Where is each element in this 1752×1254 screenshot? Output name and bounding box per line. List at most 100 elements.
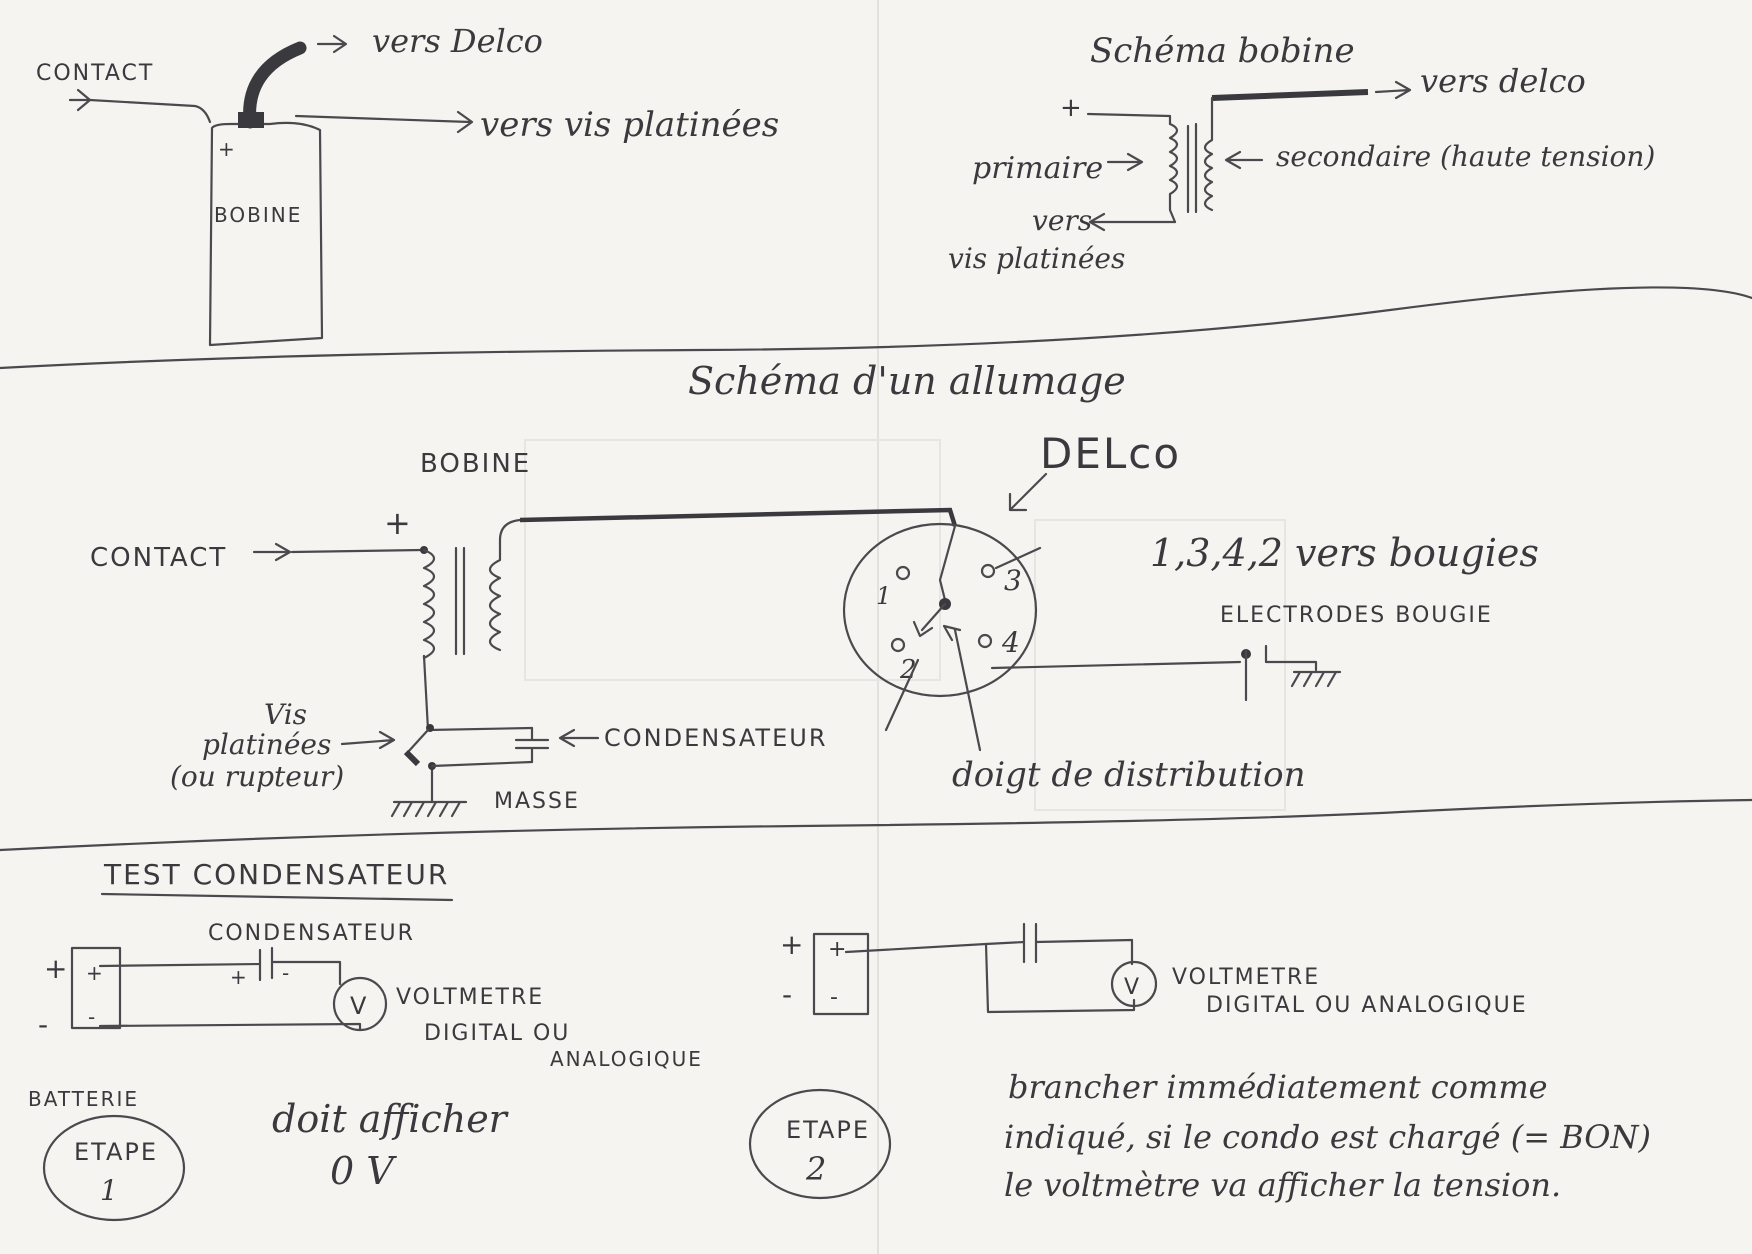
vers-delco-label: vers Delco <box>372 22 543 60</box>
coil-plus: + <box>218 137 237 161</box>
test-title: TEST CONDENSATEUR <box>103 858 449 891</box>
step1-term-minus: - <box>88 1005 97 1029</box>
ign-core <box>454 546 466 656</box>
ign-hv-into-delco <box>938 524 957 602</box>
delco-arrow <box>316 34 348 54</box>
step2-v: V <box>1124 975 1141 1000</box>
rupteur-label: (ou rupteur) <box>170 760 344 793</box>
step1-bat-minus: - <box>38 1008 50 1041</box>
terminal-3 <box>980 563 996 579</box>
step1-v: V <box>350 992 368 1020</box>
step2-voltmeter <box>1110 960 1158 1008</box>
ign-hv-lead <box>519 507 958 527</box>
terminal-3-label: 3 <box>1004 564 1022 597</box>
step1-battery <box>70 946 122 1030</box>
coil-vers-delco: vers delco <box>1420 62 1586 100</box>
primary-winding <box>1168 122 1179 224</box>
etape1-circle <box>42 1114 186 1222</box>
doigt-arrow-2 <box>884 658 920 732</box>
step2-term-minus: - <box>830 985 840 1010</box>
step1-volt3: ANALOGIQUE <box>550 1047 703 1071</box>
rotor-finger <box>912 602 947 638</box>
hv-lead <box>243 41 307 129</box>
coil-vers: vers <box>1032 204 1092 237</box>
note-line-3: le voltmètre va afficher la tension. <box>1004 1166 1561 1204</box>
terminal-1 <box>895 565 911 581</box>
coil-delco-arrow <box>1374 80 1412 100</box>
vers-vis-arrow <box>1088 212 1177 232</box>
breaker-contacts <box>406 728 434 802</box>
contact-label: CONTACT <box>36 61 154 86</box>
doit-afficher: doit afficher <box>272 1097 510 1141</box>
ign-primary-winding <box>422 548 436 660</box>
ign-condensateur-label: CONDENSATEUR <box>604 724 828 752</box>
masse-symbol <box>390 800 468 818</box>
contact-wire <box>88 98 212 124</box>
show-through-block <box>1034 519 1286 811</box>
bougies-label: 1,3,4,2 vers bougies <box>1150 531 1539 575</box>
step1-bottom-wire <box>98 1022 362 1032</box>
primary-top-wire <box>1086 112 1172 126</box>
delco-label: DELco <box>1040 429 1181 478</box>
terminal-4-label: 4 <box>1001 626 1020 659</box>
vers-vis-label: vers vis platinées <box>480 105 779 145</box>
primaire-arrow <box>1106 152 1144 172</box>
hv-tower <box>238 112 264 128</box>
coil-vis-platinees: vis platinées <box>948 242 1125 275</box>
etape2-circle <box>748 1088 892 1200</box>
plug-lead <box>990 660 1242 670</box>
step1-cond-minus: - <box>282 961 291 985</box>
terminal-1-label: 1 <box>876 582 891 610</box>
coil-schema-plus: + <box>1060 93 1084 123</box>
note-line-2: indiqué, si le condo est chargé (= BON) <box>1004 1118 1651 1156</box>
coil-core <box>1186 122 1198 214</box>
breaker-blade <box>403 749 421 767</box>
ign-bobine-label: BOBINE <box>420 449 531 479</box>
step1-term-plus: + <box>86 961 105 985</box>
divider-bottom <box>0 798 1752 852</box>
top-left-coil: CONTACT + BOBINE vers Delco vers vis pla… <box>36 22 779 347</box>
contact-arrow <box>68 88 92 112</box>
ignition-schema: Schéma d'un allumage BOBINE + CONTACT CO… <box>90 359 1539 818</box>
vis-arrow-ign <box>340 730 396 750</box>
etape1-label: ETAPE <box>74 1138 158 1166</box>
ign-contact-label: CONTACT <box>90 543 227 573</box>
coil-schema-title: Schéma bobine <box>1090 31 1355 71</box>
step2-battery <box>812 932 870 1016</box>
ign-plus: + <box>384 504 413 542</box>
step2-bat-plus: + <box>780 928 805 961</box>
capacitor-test: TEST CONDENSATEUR CONDENSATEUR + - + - +… <box>28 858 1651 1222</box>
coil-body <box>208 121 324 347</box>
etape1-num: 1 <box>100 1174 118 1207</box>
vis-arrow <box>294 110 474 134</box>
zero-volt: 0 V <box>330 1149 397 1193</box>
show-through-table <box>524 439 941 681</box>
ign-contact-wire <box>290 548 424 554</box>
batterie-label: BATTERIE <box>28 1087 139 1111</box>
electrodes-label: ELECTRODES BOUGIE <box>1220 603 1493 628</box>
step1-volt1: VOLTMETRE <box>396 985 544 1010</box>
terminal-3-lead <box>994 546 1042 570</box>
step2-volt2: DIGITAL OU ANALOGIQUE <box>1206 993 1528 1018</box>
ign-secondary-winding <box>488 518 522 652</box>
step1-cond-label: CONDENSATEUR <box>208 921 415 946</box>
secondaire-label: secondaire (haute tension) <box>1276 140 1655 173</box>
condenser-symbol <box>514 726 550 764</box>
primaire-label: primaire <box>972 151 1103 186</box>
delco-arrow <box>1008 472 1048 512</box>
plug-gap <box>1244 644 1318 702</box>
step1-top-wire <box>98 946 342 986</box>
platinees-label: platinées <box>202 728 331 761</box>
hv-output <box>1211 89 1369 101</box>
step2-bat-minus: - <box>782 978 794 1011</box>
terminal-2-label: 2 <box>899 655 917 685</box>
coil-schema: Schéma bobine + vers delco primaire seco… <box>948 31 1655 275</box>
step1-bat-plus: + <box>44 952 69 985</box>
test-title-underline <box>100 892 454 902</box>
terminal-2 <box>890 637 906 653</box>
terminal-4 <box>977 633 993 649</box>
distributor-cap <box>842 522 1038 698</box>
plug-ground <box>1290 670 1342 688</box>
step2-top-wire <box>984 922 1134 966</box>
ignition-title: Schéma d'un allumage <box>688 359 1126 403</box>
